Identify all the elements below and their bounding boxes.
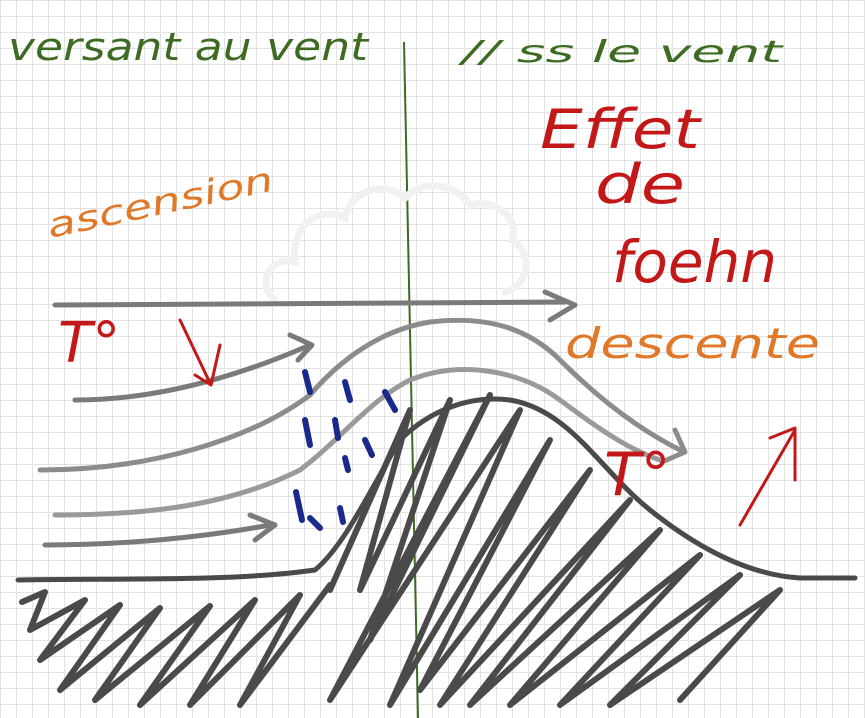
airflow-upper-head (287, 332, 315, 363)
airflow-middle-head (659, 427, 688, 465)
airflow-top (52, 299, 568, 308)
airflow-top-head (542, 289, 578, 323)
descente-label: descente (565, 319, 820, 368)
airflow-bottom (42, 522, 273, 548)
temp-right-label: T° (604, 440, 671, 510)
cloud-shape (262, 182, 530, 304)
ground-hatching-left (19, 582, 333, 708)
arrow-down-icon (178, 318, 222, 387)
left-title: versant au vent (8, 25, 371, 69)
temp-left-label: T° (58, 311, 120, 376)
condensation-dashes (293, 369, 398, 531)
right-title: // ss le vent (456, 35, 784, 70)
airflow-upper (72, 342, 313, 403)
airflow-lower (52, 367, 663, 518)
mountain-hatching (327, 392, 783, 708)
airflow-bottom-head (247, 512, 278, 543)
effet-line2: de (595, 153, 685, 216)
airflow-middle (37, 317, 683, 473)
effet-line1: Effet (540, 98, 702, 161)
airflow-arrows (37, 289, 688, 548)
mountain-outline (15, 396, 858, 583)
effet-line3: foehn (612, 228, 777, 296)
arrow-up-icon (738, 426, 797, 527)
ascension-label: ascension (44, 160, 277, 247)
